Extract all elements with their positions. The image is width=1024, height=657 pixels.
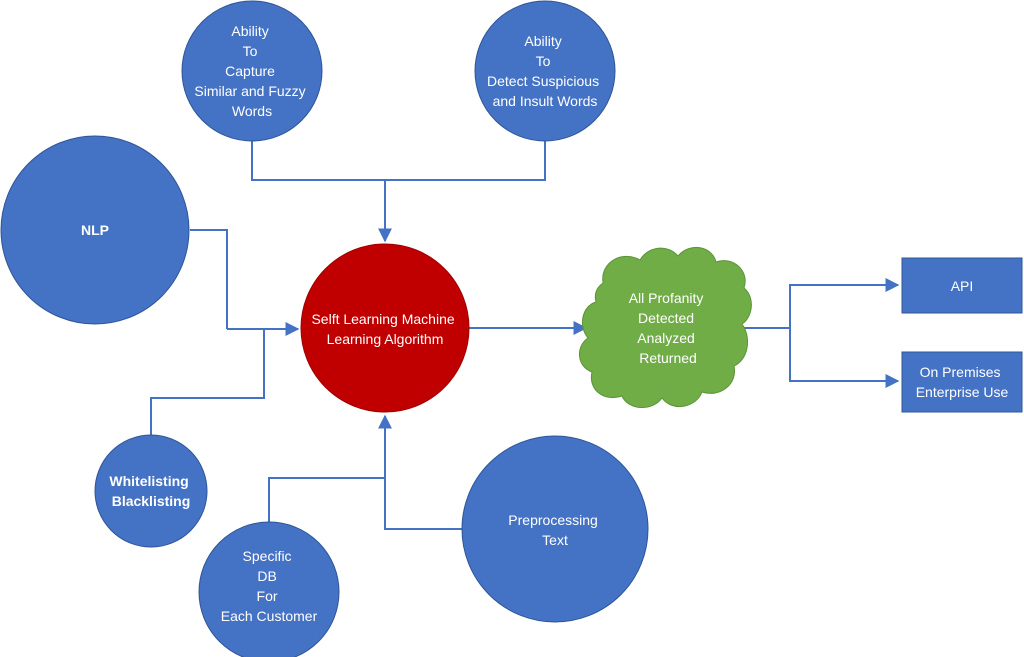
detect-suspicious-circle	[474, 0, 616, 142]
cloud-label: All Profanity Detected Analyzed Returned	[629, 290, 708, 366]
node-customer-db: Specific DB For Each Customer	[198, 521, 340, 657]
node-on-premises: On Premises Enterprise Use	[901, 351, 1023, 413]
customer-db-label: Specific DB For Each Customer	[221, 548, 318, 624]
node-white-black-listing: Whitelisting Blacklisting	[94, 434, 208, 548]
api-box	[901, 257, 1023, 314]
api-label: API	[951, 278, 974, 294]
nlp-circle	[0, 135, 190, 325]
white-black-listing-circle	[94, 434, 208, 548]
on-premises-box	[901, 351, 1023, 413]
white-black-listing-label: Whitelisting Blacklisting	[109, 473, 192, 509]
node-preprocessing: Preprocessing Text	[461, 435, 649, 623]
detect-suspicious-label: Ability To Detect Suspicious and Insult …	[487, 33, 603, 109]
connector-nlp-path	[190, 229, 228, 329]
arrow-cloud-to-on-premises	[789, 328, 900, 388]
connector-detect-suspicious-to-core	[385, 140, 546, 181]
nlp-label: NLP	[81, 222, 109, 238]
cloud-shape	[579, 247, 752, 408]
connector-customer-db-path	[268, 477, 385, 530]
node-api: API	[901, 257, 1023, 314]
node-capture-fuzzy-words: Ability To Capture Similar and Fuzzy Wor…	[181, 0, 323, 142]
on-premises-label: On Premises Enterprise Use	[916, 364, 1009, 400]
connector-whitelisting-path	[150, 329, 265, 437]
connector-capture-fuzzy-to-core	[251, 140, 385, 181]
node-nlp: NLP	[0, 135, 190, 325]
node-profanity-cloud: All Profanity Detected Analyzed Returned	[579, 247, 752, 408]
capture-fuzzy-circle	[181, 0, 323, 142]
core-algorithm-label: Selft Learning Machine Learning Algorith…	[311, 311, 458, 347]
node-core-algorithm: Selft Learning Machine Learning Algorith…	[300, 243, 470, 413]
node-detect-suspicious-words: Ability To Detect Suspicious and Insult …	[474, 0, 616, 142]
preprocessing-circle	[461, 435, 649, 623]
connector-preprocessing-path	[384, 478, 463, 530]
customer-db-circle	[198, 521, 340, 657]
core-algorithm-circle	[300, 243, 470, 413]
capture-fuzzy-label: Ability To Capture Similar and Fuzzy Wor…	[194, 23, 309, 119]
arrow-cloud-to-api	[789, 278, 900, 328]
preprocessing-label: Preprocessing Text	[508, 512, 601, 548]
connectors	[150, 140, 900, 530]
